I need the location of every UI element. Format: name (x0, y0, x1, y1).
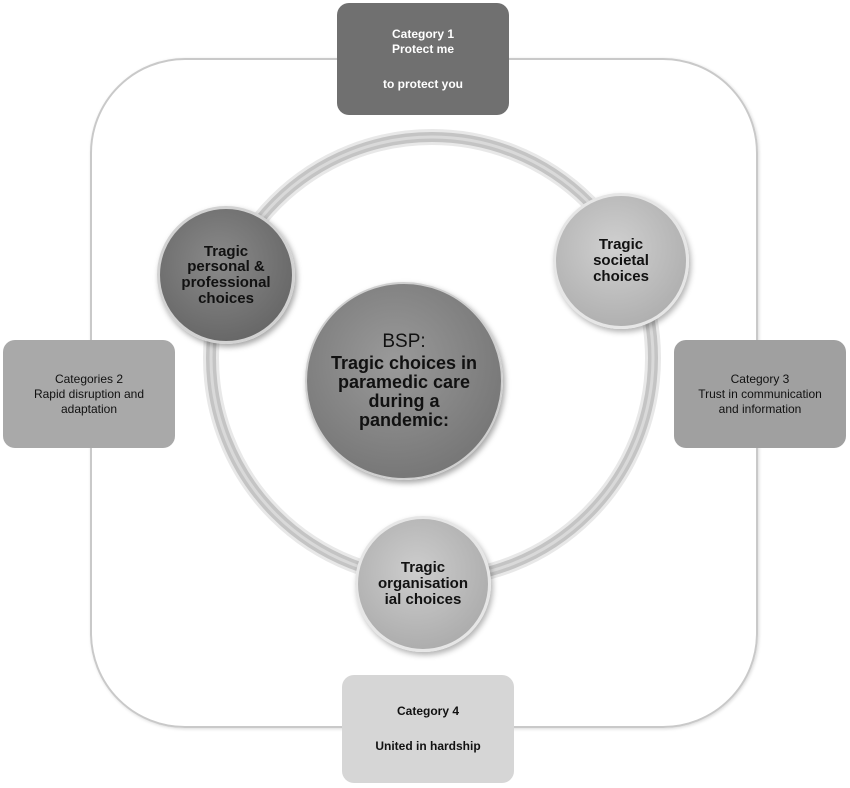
center-title: BSP: (382, 331, 426, 353)
category-4-box: Category 4 United in hardship (342, 675, 514, 783)
category-1-title: Category 1 (391, 26, 455, 41)
node-personal-label: Tragic personal & professional choices (181, 242, 271, 307)
category-2-line2: Rapid disruption and adaptation (33, 386, 145, 416)
node-personal-choices: Tragic personal & professional choices (157, 206, 295, 344)
category-3-title: Category 3 (730, 371, 790, 386)
node-organisational-choices: Tragic organisation ial choices (355, 516, 491, 652)
center-circle: BSP: Tragic choices in paramedic care du… (305, 282, 503, 480)
node-societal-label: Tragic societal choices (593, 236, 649, 285)
category-2-title: Categories 2 (54, 371, 124, 386)
category-3-line2: Trust in communication and information (698, 386, 822, 416)
category-1-line3: to protect you (383, 76, 463, 91)
category-4-line2: United in hardship (375, 739, 481, 753)
category-3-box: Category 3 Trust in communication and in… (674, 340, 846, 448)
category-1-line2: Protect me (391, 41, 455, 56)
category-4-title: Category 4 (396, 704, 460, 718)
category-1-box: Category 1 Protect me to protect you (337, 3, 509, 115)
node-societal-choices: Tragic societal choices (553, 193, 689, 329)
node-organisational-label: Tragic organisation ial choices (378, 559, 469, 608)
center-subtitle: Tragic choices in paramedic care during … (330, 353, 478, 430)
category-2-box: Categories 2 Rapid disruption and adapta… (3, 340, 175, 448)
